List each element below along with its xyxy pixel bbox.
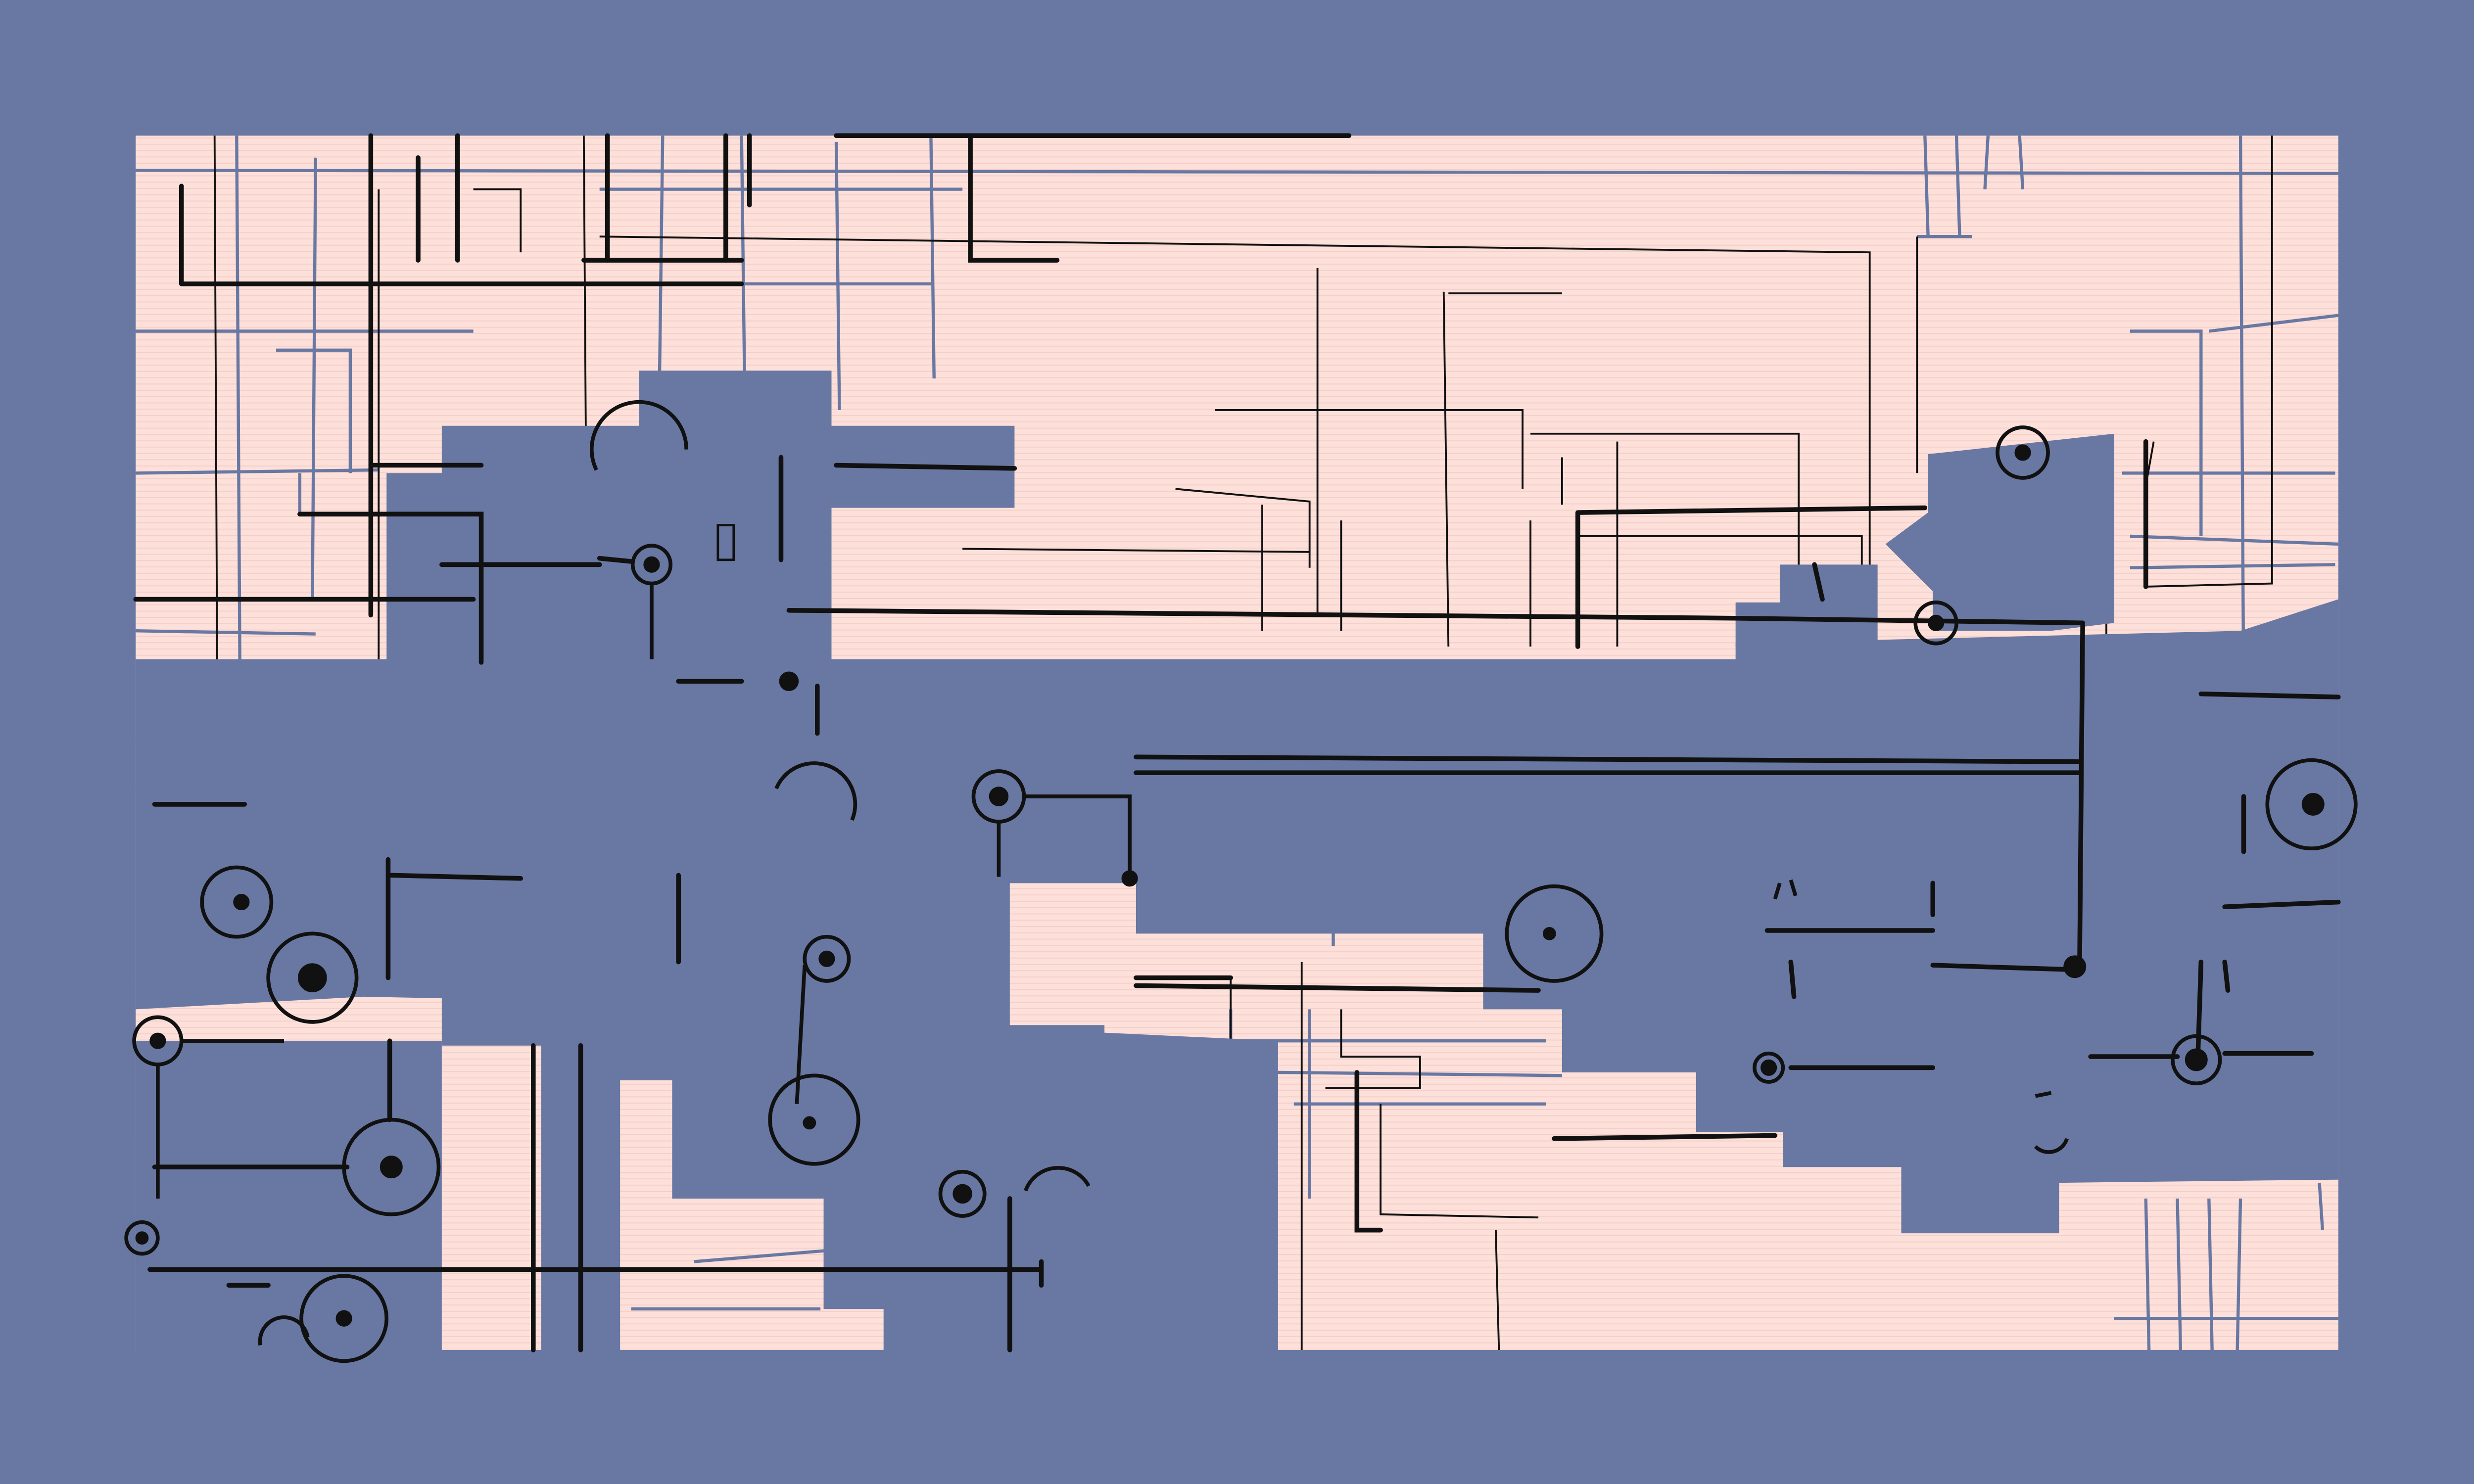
blue-block-lower-mid	[694, 1025, 1105, 1199]
node-5	[342, 1117, 441, 1216]
node-12	[2171, 1034, 2222, 1086]
blue-block-right-tab	[1885, 433, 2114, 631]
node-3	[795, 934, 851, 1104]
blue-block-lower-left-strip	[136, 1135, 158, 1230]
blue-block-lower-left	[136, 1041, 442, 1350]
node-17	[779, 671, 799, 692]
node-6	[266, 931, 359, 1024]
node-4	[768, 1073, 860, 1166]
node-11	[1913, 601, 1958, 646]
blue-block-right-step	[1735, 564, 1878, 647]
node-8	[299, 1274, 389, 1363]
bold-ink-lines	[133, 133, 2341, 1352]
blue-band-main	[136, 599, 2338, 1350]
arc-corner	[258, 1315, 310, 1346]
circuit-nodes	[124, 400, 2358, 1363]
blue-blocks	[136, 371, 2338, 1350]
node-2	[971, 769, 1138, 887]
node-15	[2265, 758, 2358, 851]
node-7	[132, 1015, 284, 1199]
small-square-mark	[716, 524, 735, 561]
node-13	[1753, 1051, 1785, 1084]
node-1	[630, 544, 673, 659]
arc-small	[2034, 1091, 2069, 1154]
node-19	[124, 1220, 160, 1256]
arc-upper	[590, 400, 688, 471]
arc-lower	[1024, 1166, 1091, 1192]
arc-mid-right	[1773, 879, 1798, 900]
node-18	[2063, 955, 2087, 978]
node-14	[1505, 884, 1604, 983]
node-9	[938, 1169, 987, 1218]
node-16	[200, 865, 274, 939]
node-10	[1996, 425, 2050, 480]
arc-mid	[774, 761, 857, 821]
blue-block-upper-left	[386, 371, 1015, 663]
